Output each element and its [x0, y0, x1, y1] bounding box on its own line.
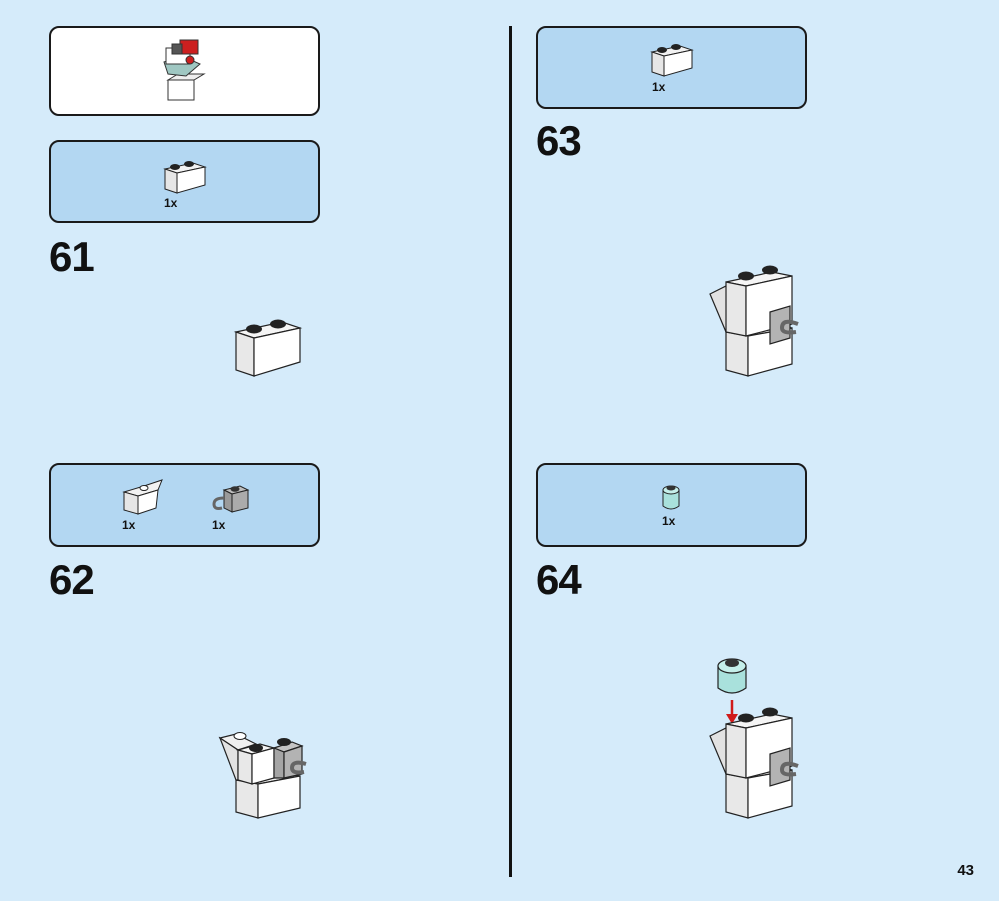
step-number-61: 61	[49, 233, 95, 280]
part-quantity: 1x	[212, 518, 226, 532]
step-number-62: 62	[49, 556, 95, 603]
white-brick-1x2-icon	[650, 44, 694, 77]
gray-brick-with-clip-icon	[212, 485, 250, 513]
step-61-parts-panel	[49, 140, 320, 223]
white-slope-inverted-icon	[122, 479, 163, 515]
part-quantity: 1x	[122, 518, 136, 532]
step-number-64: 64	[536, 556, 582, 603]
step-61-assembly-image	[233, 319, 303, 377]
step-63-assembly-image	[709, 265, 799, 377]
page-number: 43	[957, 862, 974, 879]
white-brick-1x2-icon	[163, 161, 207, 194]
part-quantity: 1x	[662, 514, 676, 528]
part-quantity: 1x	[164, 196, 178, 210]
step-62-parts-panel	[49, 463, 320, 547]
step-number-63: 63	[536, 117, 582, 164]
step-64-parts-panel	[536, 463, 807, 547]
step-62-assembly-image	[218, 732, 307, 819]
arrow-down-icon	[726, 714, 738, 724]
part-quantity: 1x	[652, 80, 666, 94]
trans-light-blue-round-brick-icon	[662, 485, 680, 510]
submodel-preview-icon	[163, 39, 206, 101]
step-64-assembly-image	[709, 658, 799, 819]
column-divider	[509, 26, 512, 877]
